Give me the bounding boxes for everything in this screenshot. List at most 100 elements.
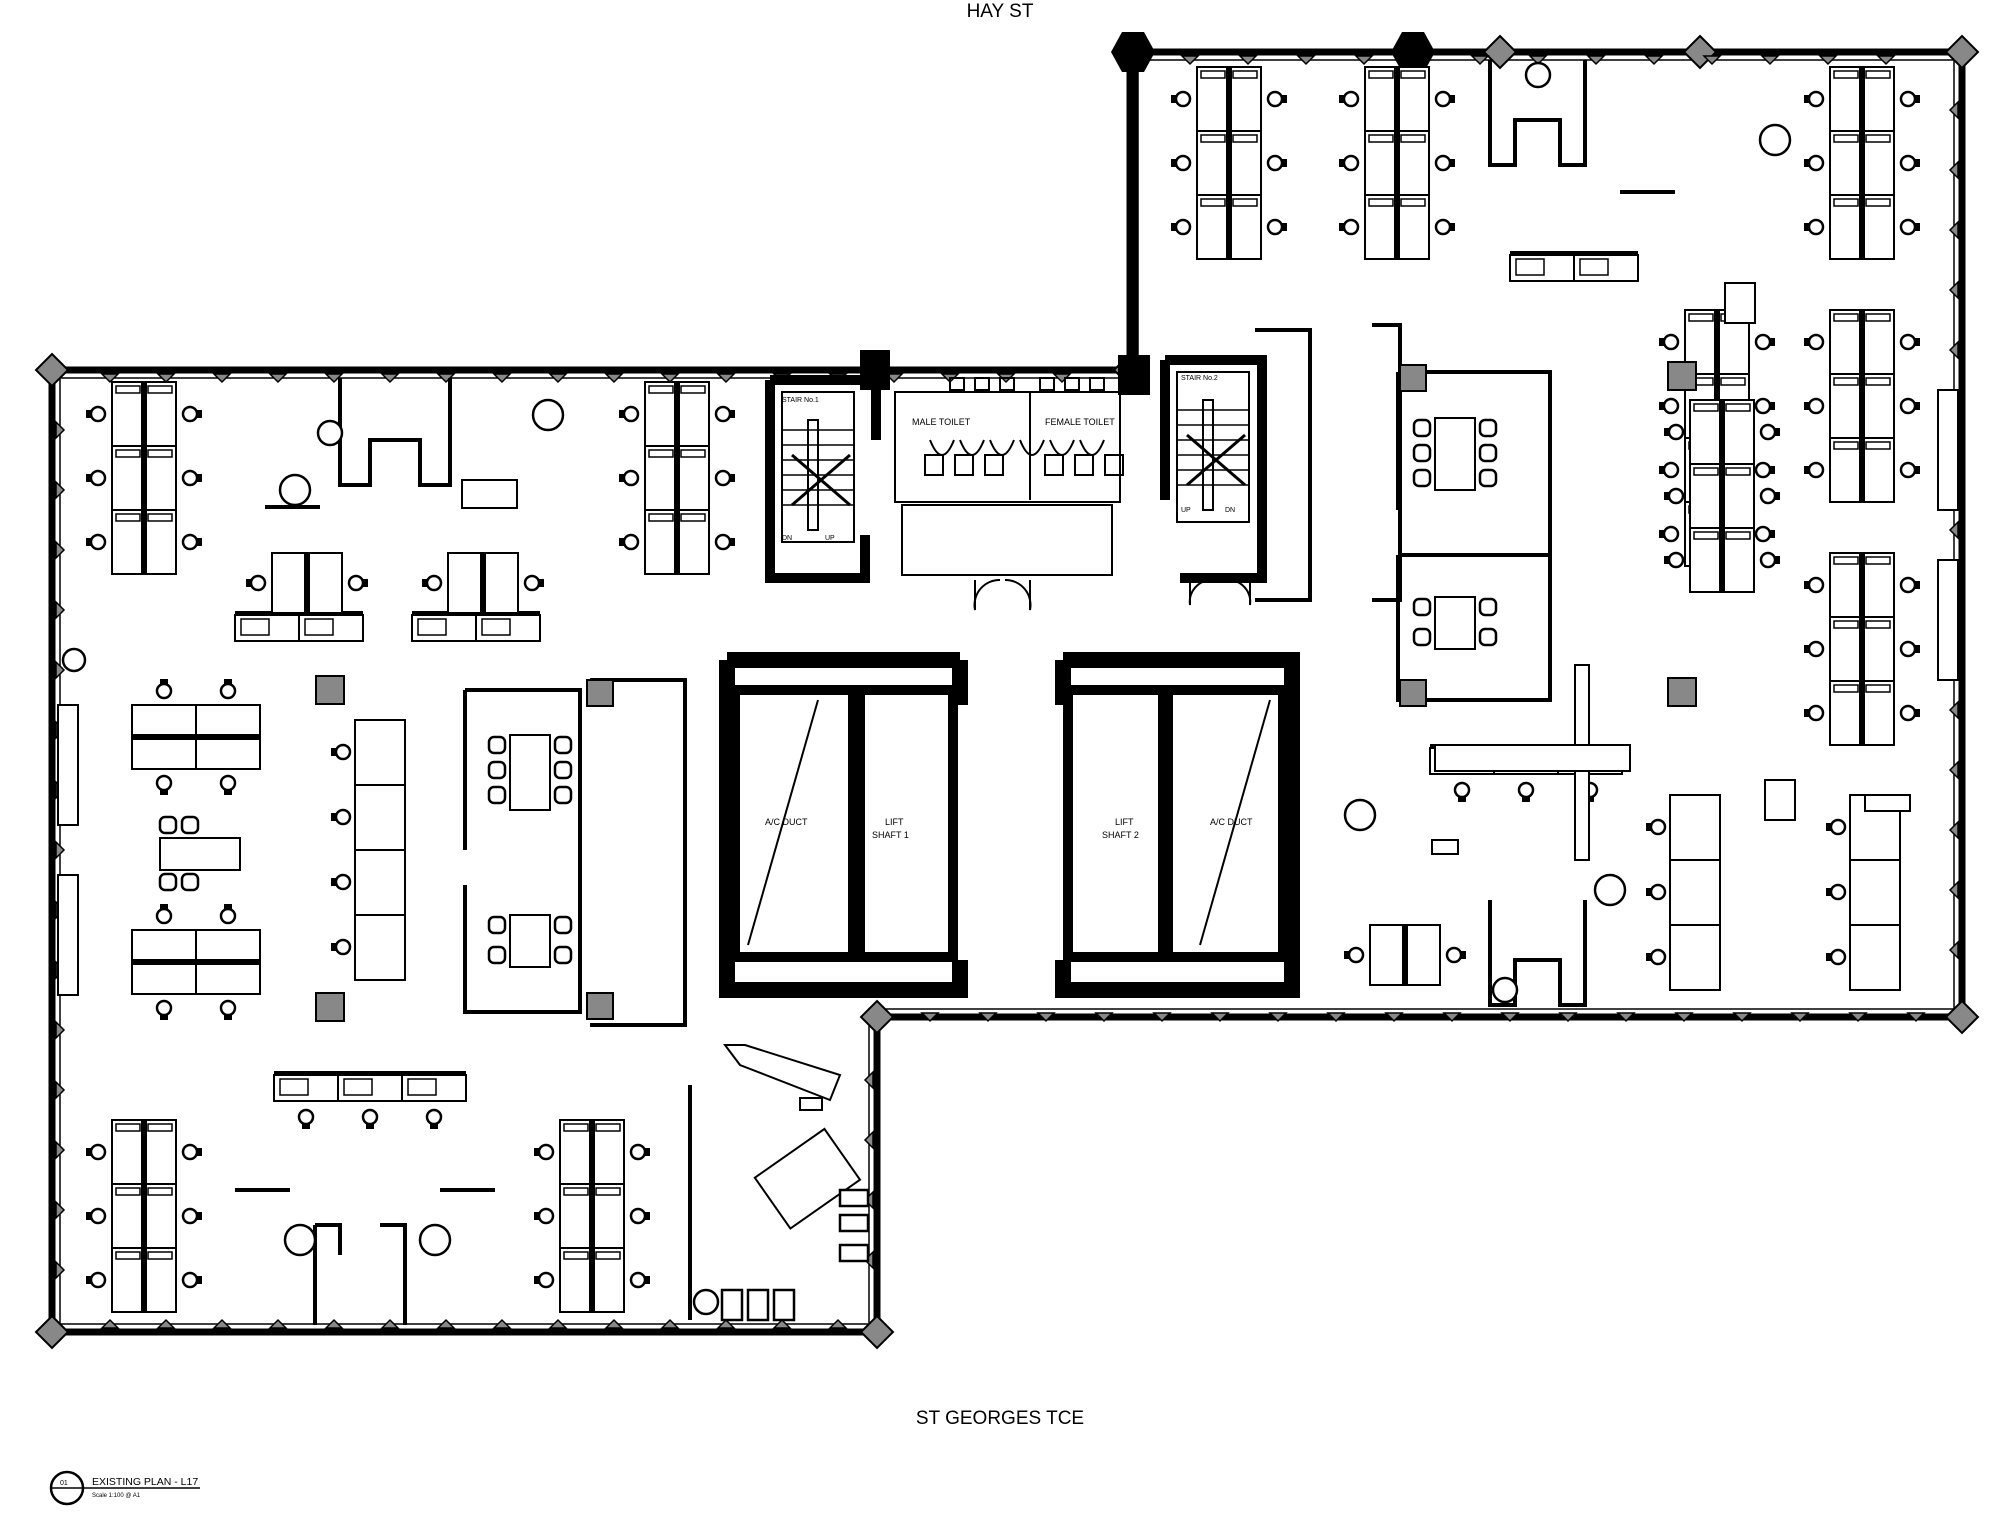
mullion — [268, 373, 288, 384]
mullion — [212, 1318, 232, 1329]
round-tables — [61, 61, 1792, 1316]
bench-return — [407, 1078, 437, 1096]
monitor — [147, 1251, 173, 1260]
core-walls — [765, 55, 1267, 583]
office-chair — [1804, 333, 1825, 351]
office-chair — [1804, 461, 1825, 479]
mullion — [828, 1318, 848, 1329]
mullion — [1674, 1012, 1694, 1023]
mullion — [1790, 1012, 1810, 1023]
office-chair — [1339, 90, 1360, 108]
office-chair — [361, 1108, 379, 1129]
bench-return — [1515, 258, 1545, 276]
office-chair — [86, 1207, 107, 1225]
core-wall-caps — [860, 32, 1435, 395]
office-chair — [1899, 576, 1920, 594]
meeting-chair — [1412, 418, 1432, 438]
office-chair — [1344, 946, 1365, 964]
reception-desk — [723, 1044, 862, 1230]
office-chairs — [86, 90, 1920, 1289]
desk-divider — [1394, 67, 1400, 259]
mullion — [55, 480, 66, 500]
office-chair — [619, 469, 640, 487]
mullion — [492, 1318, 512, 1329]
mullion — [1948, 100, 1959, 120]
monitor — [595, 1123, 621, 1132]
office-chair — [1899, 640, 1920, 658]
monitor — [1368, 70, 1394, 79]
pod-divider — [304, 553, 310, 613]
monitor — [147, 1187, 173, 1196]
mullion — [1384, 1012, 1404, 1023]
office-chair — [331, 808, 352, 826]
lift-shaft-1-label: SHAFT 1 — [872, 830, 909, 840]
office-chair — [1664, 551, 1685, 569]
office-chair — [86, 405, 107, 423]
monitor — [1688, 313, 1714, 322]
office-chair — [1339, 154, 1360, 172]
office-chair — [1266, 218, 1287, 236]
desk-divider — [1859, 310, 1865, 502]
office-chair — [619, 533, 640, 551]
office-chair — [1664, 487, 1685, 505]
mullion — [380, 373, 400, 384]
mullion — [1644, 55, 1664, 66]
monitor — [1200, 198, 1226, 207]
bench-return — [417, 618, 447, 636]
monitor — [115, 1187, 141, 1196]
monitor — [1720, 377, 1746, 386]
monitor — [147, 1123, 173, 1132]
internal-columns — [315, 361, 1697, 1022]
office-chair — [1754, 333, 1775, 351]
mullion — [1180, 55, 1200, 66]
lift-shaft-2-word: LIFT — [1115, 817, 1134, 827]
monitor — [1865, 441, 1891, 450]
office-chair — [181, 533, 202, 551]
desk — [354, 719, 406, 786]
perimeter-column — [1944, 34, 1980, 70]
office-chair — [181, 405, 202, 423]
mullion — [55, 1080, 66, 1100]
monitor — [1833, 198, 1859, 207]
mullion — [1152, 1012, 1172, 1023]
mullion — [1948, 160, 1959, 180]
mullion — [1848, 1012, 1868, 1023]
mullion — [1528, 55, 1548, 66]
monitor — [1725, 403, 1751, 412]
office-chair — [1804, 218, 1825, 236]
office-chair — [1434, 218, 1455, 236]
mullion — [156, 1318, 176, 1329]
office-chair — [219, 999, 237, 1020]
monitor — [595, 1187, 621, 1196]
mullion — [55, 420, 66, 440]
office-chair — [1171, 218, 1192, 236]
office-chair — [297, 1108, 315, 1129]
office-chair — [155, 904, 173, 925]
office-chair — [1646, 883, 1667, 901]
male-toilet-label: MALE TOILET — [912, 417, 971, 427]
pod-divider — [1402, 925, 1408, 985]
office-chair — [246, 574, 267, 592]
mullion — [1442, 1012, 1462, 1023]
lift-core — [719, 652, 1300, 998]
meeting-tables — [159, 417, 1476, 968]
bench-return — [304, 618, 334, 636]
office-chair — [1754, 397, 1775, 415]
monitor — [1865, 684, 1891, 693]
office-chair — [155, 679, 173, 700]
bench-return — [279, 1078, 309, 1096]
desk — [354, 849, 406, 916]
office-chair — [619, 405, 640, 423]
office-chair — [1266, 154, 1287, 172]
meeting-chair — [487, 785, 507, 805]
office-chair — [1899, 154, 1920, 172]
meeting-chair — [1478, 597, 1498, 617]
office-chair — [1646, 818, 1667, 836]
meeting-chair — [553, 945, 573, 965]
office-chair — [1266, 90, 1287, 108]
office-chair — [629, 1271, 650, 1289]
office-chair — [534, 1271, 555, 1289]
meeting-chair — [1478, 627, 1498, 647]
office-chair — [1434, 154, 1455, 172]
